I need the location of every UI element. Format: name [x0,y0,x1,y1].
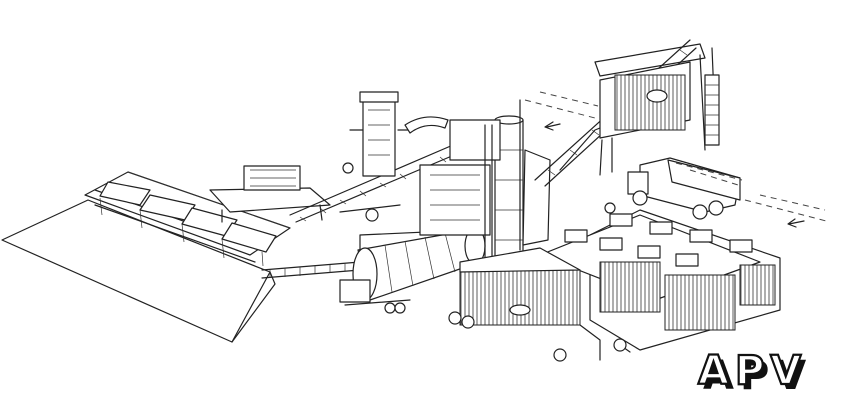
cold-feed-bins [84,171,291,267]
asphalt-tanks [448,202,781,362]
traffic-lane [524,91,831,228]
storage-silo [594,43,720,176]
central-tower [419,99,551,271]
haul-truck [627,157,743,220]
collector-conveyor [261,261,361,279]
logo-text: APV [698,348,807,394]
scalping-screen [209,165,331,223]
exhaust-stack-structure [342,91,411,177]
apv-logo: APV APV [697,347,812,399]
inclined-conveyor [289,141,467,223]
svg-text:APV: APV [703,353,812,399]
